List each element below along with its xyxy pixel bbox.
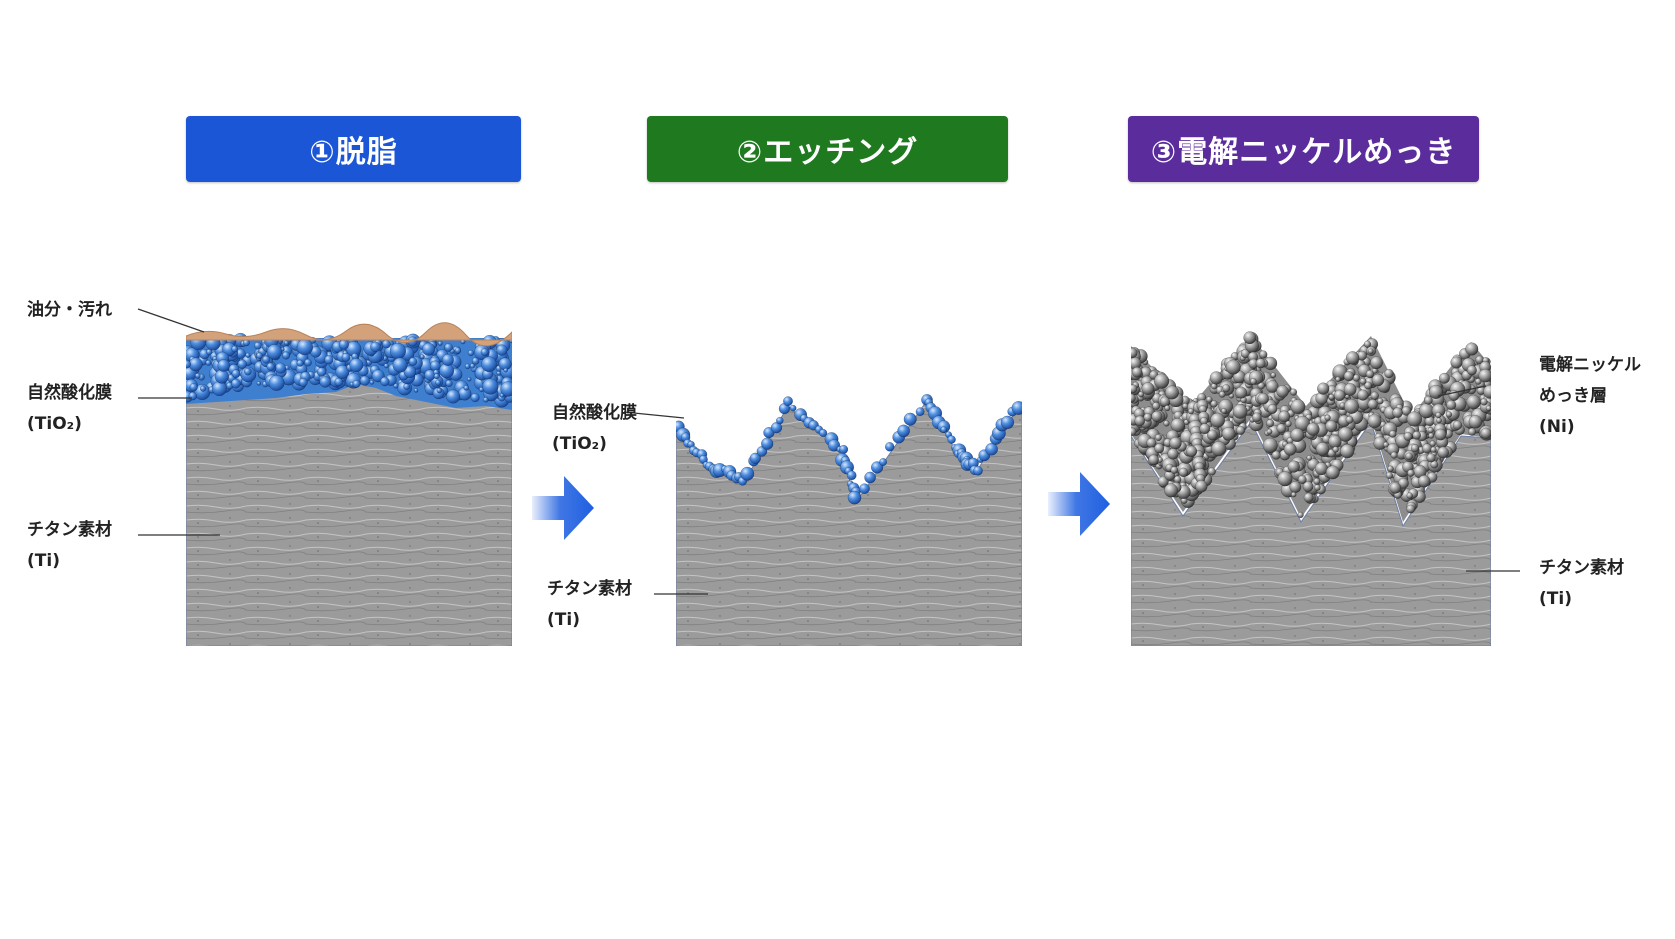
oxide-beads-1 [186,332,512,408]
nickel-plating-cross-section [1131,331,1491,646]
oil-film [186,322,512,347]
step-header-nickel-plating: ③電解ニッケルめっき [1128,116,1479,182]
etching-cross-section [676,394,1022,646]
oxide-beads-2 [676,394,1022,505]
degreasing-cross-section [186,322,512,646]
titanium-label-2: チタン素材 (Ti) [547,579,632,630]
titanium-label-3: チタン素材 (Ti) [1539,558,1624,609]
titanium-plated-base [1131,420,1491,646]
titanium-etched-base [676,401,1022,646]
oxide-label-2: 自然酸化膜 (TiO₂) [552,403,637,454]
step-title-nickel-plating: ③電解ニッケルめっき [1150,135,1457,170]
step-title-etching: ②エッチング [736,135,919,170]
arrow-right-icon [1048,472,1110,536]
step-header-etching: ②エッチング [647,116,1008,182]
oxide-label-1: 自然酸化膜 (TiO₂) [27,383,112,434]
titanium-label-1: チタン素材 (Ti) [27,520,112,571]
oil-label: 油分・汚れ [27,300,112,320]
nickel-label: 電解ニッケル めっき層 (Ni) [1539,355,1641,437]
step-title-degreasing: ①脱脂 [309,135,398,170]
step-header-degreasing: ①脱脂 [186,116,521,182]
arrow-right-icon [532,476,594,540]
